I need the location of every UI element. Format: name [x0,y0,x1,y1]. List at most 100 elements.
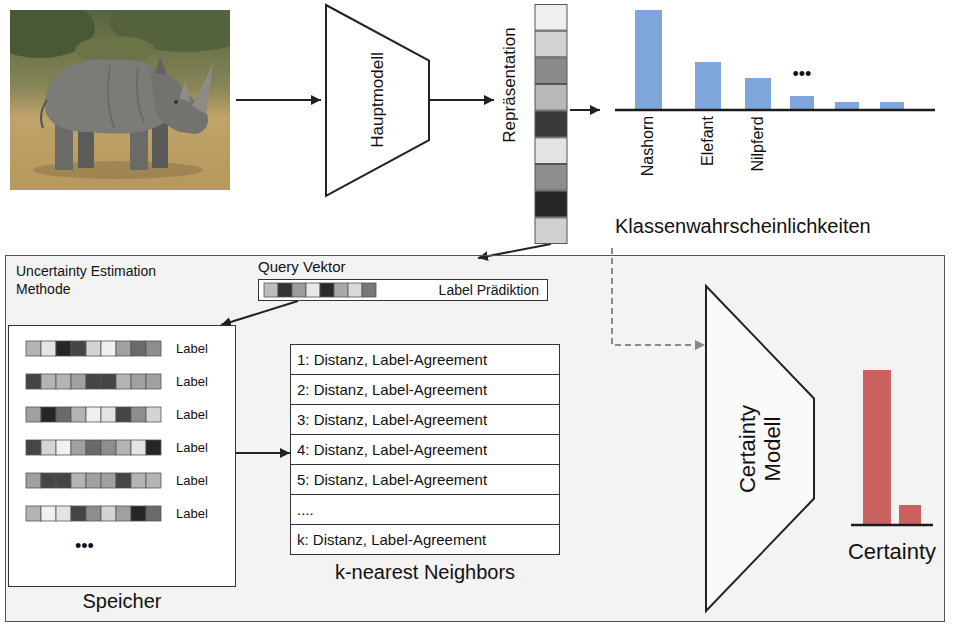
memory-row: Label [25,340,225,357]
vector-cell [86,506,101,521]
model-label: Certainty Modell [735,404,786,492]
trapezoid-shape [326,5,429,196]
label-text: Label [176,473,208,488]
vector-cell [306,283,320,297]
vector-cell [86,374,101,389]
rhino-horn [192,64,213,114]
vector-cell [41,506,56,521]
bush [75,36,155,64]
vector-cell [56,440,71,455]
vector-cell [41,407,56,422]
vector-cell [362,283,376,297]
flow-arrow [430,99,494,101]
memory-row: ••• [25,538,225,555]
vector-cell [131,407,146,422]
memory-box: LabelLabelLabelLabelLabelLabel•••Speiche… [8,325,236,613]
vector-cell [320,283,334,297]
vector-cell [264,283,278,297]
vector-cell [101,374,116,389]
flow-arrow [236,452,290,454]
label-text: Label [176,440,208,455]
vector-cell [101,440,116,455]
flow-arrow [570,109,600,111]
vector-label: Repräsentation [500,27,520,142]
vector-cell [86,407,101,422]
vector-cell [116,440,131,455]
chart-axis [851,524,933,527]
certainty-bar [863,370,891,525]
vector-cell [71,473,86,488]
vector-cell [131,473,146,488]
vector-cell [146,407,161,422]
neighbor-row: k: Distanz, Label-Agreement [290,524,560,555]
vector-cell [26,374,41,389]
vector-cell [56,506,71,521]
vector-cell [116,341,131,356]
neighbor-row: .... [290,494,560,525]
vector-cell [535,111,567,137]
vector-cell [56,341,71,356]
label-text: Label [176,341,208,356]
neighbor-table: 1: Distanz, Label-Agreement2: Distanz, L… [290,345,560,584]
probability-bar [790,96,814,110]
vector-cell [86,440,101,455]
vector-cell [535,138,567,164]
memory-vector [25,406,162,423]
vector-title: Query Vektor [258,258,548,276]
neighbor-row: 4: Distanz, Label-Agreement [290,434,560,465]
vector-cell [56,407,71,422]
memory-row: Label [25,406,225,423]
vector-cell [101,407,116,422]
chart-label: Nashorn [639,116,657,176]
probability-bar [635,10,662,110]
memory-title: Speicher [8,590,236,613]
query-vector-box: Label Prädiktion [258,279,548,301]
vector-cell [116,473,131,488]
memory-row: Label [25,472,225,489]
vector-cell [292,283,306,297]
vector-cell [71,440,86,455]
vector-cell [334,283,348,297]
rhino-fold [108,65,144,128]
vector-cell [41,341,56,356]
certainty-bar [899,505,921,525]
vector-cell [131,506,146,521]
vector-cells [534,4,570,244]
rhino-eye [174,100,178,104]
vector-cell [535,218,567,244]
input-arrow [236,99,321,101]
certainty-chart: Certainty [843,365,941,565]
vector-cell [26,506,41,521]
vector-cell [131,440,146,455]
query-cells [263,282,377,298]
table-title: k-nearest Neighbors [290,561,560,584]
rhino-horn [179,79,190,102]
certainty-title: Certainty [843,539,941,565]
vector-cell [535,191,567,217]
vector-cell [26,341,41,356]
vector-cell [146,440,161,455]
vector-cell [116,506,131,521]
panel-title: Uncertainty Estimation Methode [16,262,191,298]
vector-cell [41,440,56,455]
chart-label: ••• [793,64,812,85]
vector-cell [535,5,567,31]
neighbor-row: 2: Distanz, Label-Agreement [290,374,560,405]
model-label: Hauptmodell [368,52,388,147]
label-text: Label [176,407,208,422]
rotated-label-group: Certainty Modell [735,404,786,492]
label-text: Label [176,374,208,389]
method-panel: Query VektorLabel PrädiktionLabelLabelLa… [5,255,945,622]
rhino-body [45,59,168,133]
vector-cell [146,374,161,389]
chart-label: Elefant [699,116,717,166]
chart-axis [615,109,935,112]
memory-vector [25,439,162,456]
vector-cell [146,473,161,488]
vector-cell [146,341,161,356]
certainty-model: Certainty Modell [705,285,815,612]
model-trapezoid: Hauptmodell [325,4,430,197]
representation-vector: Repräsentation [494,4,570,244]
vector-cell [56,374,71,389]
memory-vector [25,505,162,522]
